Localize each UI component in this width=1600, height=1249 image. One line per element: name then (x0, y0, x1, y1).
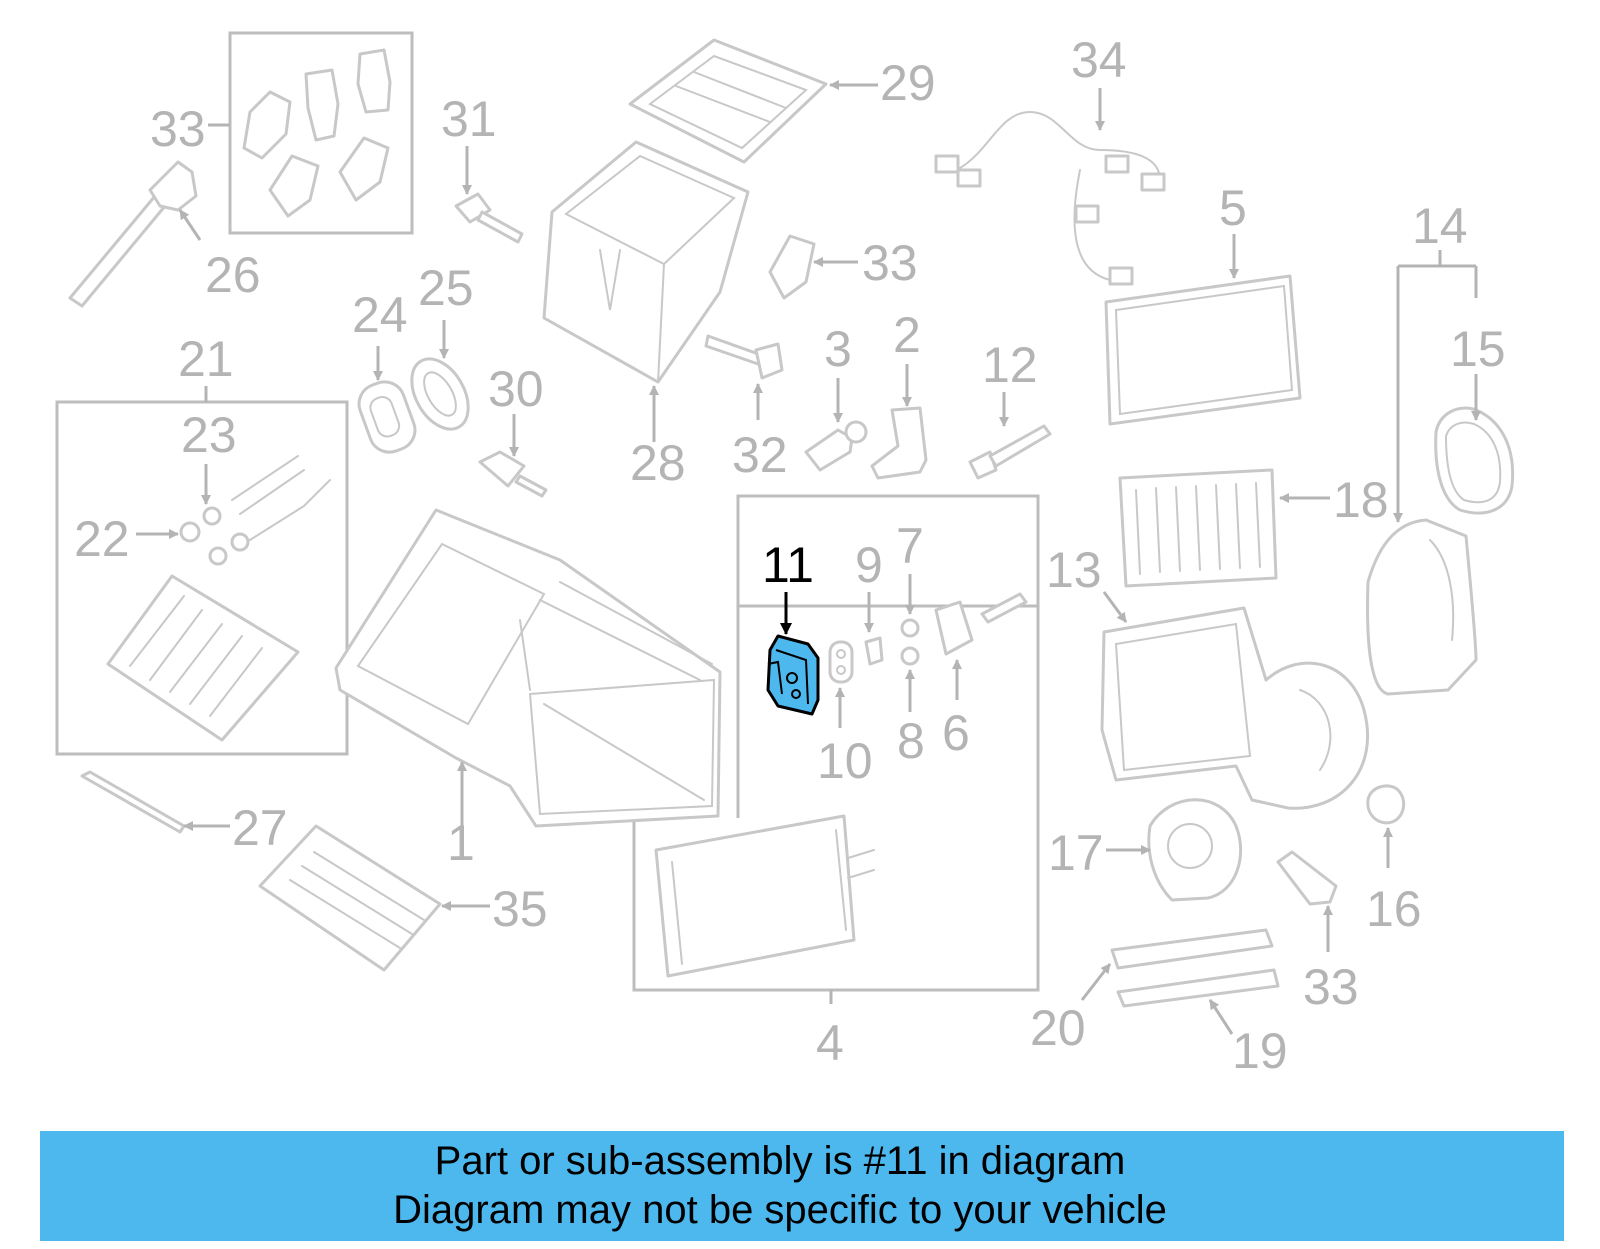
callout-30: 30 (488, 361, 544, 417)
part-26-actuator-rod (68, 160, 198, 308)
part-11-highlighted-seal[interactable] (766, 634, 820, 716)
part-8-o-ring (900, 646, 920, 666)
part-5-cabin-filter (1104, 274, 1302, 426)
part-14-blower-housing (1366, 518, 1478, 696)
callout-34: 34 (1071, 32, 1127, 88)
group-frame-33 (228, 31, 414, 235)
part-33-connector-group (242, 48, 392, 218)
callout-labels: 33 26 31 29 34 33 5 14 15 24 25 30 28 32… (74, 32, 1506, 1079)
part-7-o-ring (900, 618, 920, 638)
callout-16: 16 (1366, 881, 1422, 937)
callout-33-topleft: 33 (150, 101, 206, 157)
part-32-connector (704, 334, 784, 380)
callout-13: 13 (1046, 542, 1102, 598)
part-4-evaporator (654, 814, 875, 978)
callout-29: 29 (880, 55, 936, 111)
callout-1: 1 (447, 815, 475, 871)
callout-5: 5 (1219, 180, 1247, 236)
part-27-rod (80, 770, 186, 834)
callout-19: 19 (1232, 1023, 1288, 1079)
part-21-heater-core (106, 455, 331, 742)
callout-24: 24 (352, 287, 408, 343)
part-6-expansion-valve (934, 592, 1028, 656)
part-19-seal-strip (1116, 968, 1280, 1008)
callout-25: 25 (418, 260, 474, 316)
part-15-gasket (1434, 406, 1515, 515)
part-31-sensor (454, 192, 524, 244)
group-frame-21 (55, 400, 349, 756)
callout-33-mid: 33 (862, 235, 918, 291)
part-2-bracket (870, 406, 928, 480)
part-35-heater-element (258, 824, 442, 972)
part-3-fastener (804, 420, 868, 472)
part-20-seal-strip (1110, 928, 1274, 970)
callout-28: 28 (630, 435, 686, 491)
callout-12: 12 (982, 337, 1038, 393)
leader-lines (136, 80, 1481, 1035)
callout-2: 2 (893, 307, 921, 363)
part-25-grommet (410, 357, 470, 431)
callout-8: 8 (897, 713, 925, 769)
callout-35: 35 (492, 881, 548, 937)
callout-7: 7 (896, 518, 924, 574)
banner-line-2: Diagram may not be specific to your vehi… (393, 1188, 1167, 1232)
part-33-connector-mid (768, 234, 816, 300)
callout-21: 21 (178, 331, 234, 387)
part-33-connector-low (1276, 850, 1338, 906)
part-12-bolt (968, 424, 1052, 480)
part-1-main-housing (334, 508, 722, 828)
callout-17: 17 (1048, 825, 1104, 881)
part-17-blower-motor (1147, 798, 1243, 902)
part-13-blower-assembly (1100, 606, 1370, 810)
callout-10: 10 (817, 733, 873, 789)
part-9-clip (864, 636, 884, 666)
part-10-gasket (828, 640, 854, 684)
callout-23: 23 (181, 407, 237, 463)
part-18-filter (1118, 468, 1278, 588)
callout-22: 22 (74, 511, 130, 567)
info-banner: Part or sub-assembly is #11 in diagram D… (40, 1131, 1564, 1241)
part-29-filter-cover (628, 38, 828, 164)
callout-6: 6 (942, 705, 970, 761)
callout-20: 20 (1030, 1000, 1086, 1056)
part-30-sensor (478, 450, 548, 498)
callout-26: 26 (205, 247, 261, 303)
callout-15: 15 (1450, 321, 1506, 377)
callout-31: 31 (441, 91, 497, 147)
banner-line-1: Part or sub-assembly is #11 in diagram (434, 1139, 1126, 1183)
callout-14: 14 (1412, 198, 1468, 254)
callout-18: 18 (1333, 472, 1389, 528)
callout-4: 4 (816, 1015, 844, 1071)
part-28-upper-housing (542, 140, 750, 384)
part-16-clip (1366, 784, 1406, 825)
part-24-grommet (357, 380, 417, 454)
callout-27: 27 (232, 800, 288, 856)
callout-33-lowright: 33 (1303, 959, 1359, 1015)
part-34-wiring-harness (934, 110, 1166, 286)
callout-11: 11 (762, 537, 814, 593)
group-frame-4-lower (632, 496, 1040, 992)
callout-3: 3 (824, 321, 852, 377)
callout-9: 9 (855, 537, 883, 593)
callout-32: 32 (732, 427, 788, 483)
